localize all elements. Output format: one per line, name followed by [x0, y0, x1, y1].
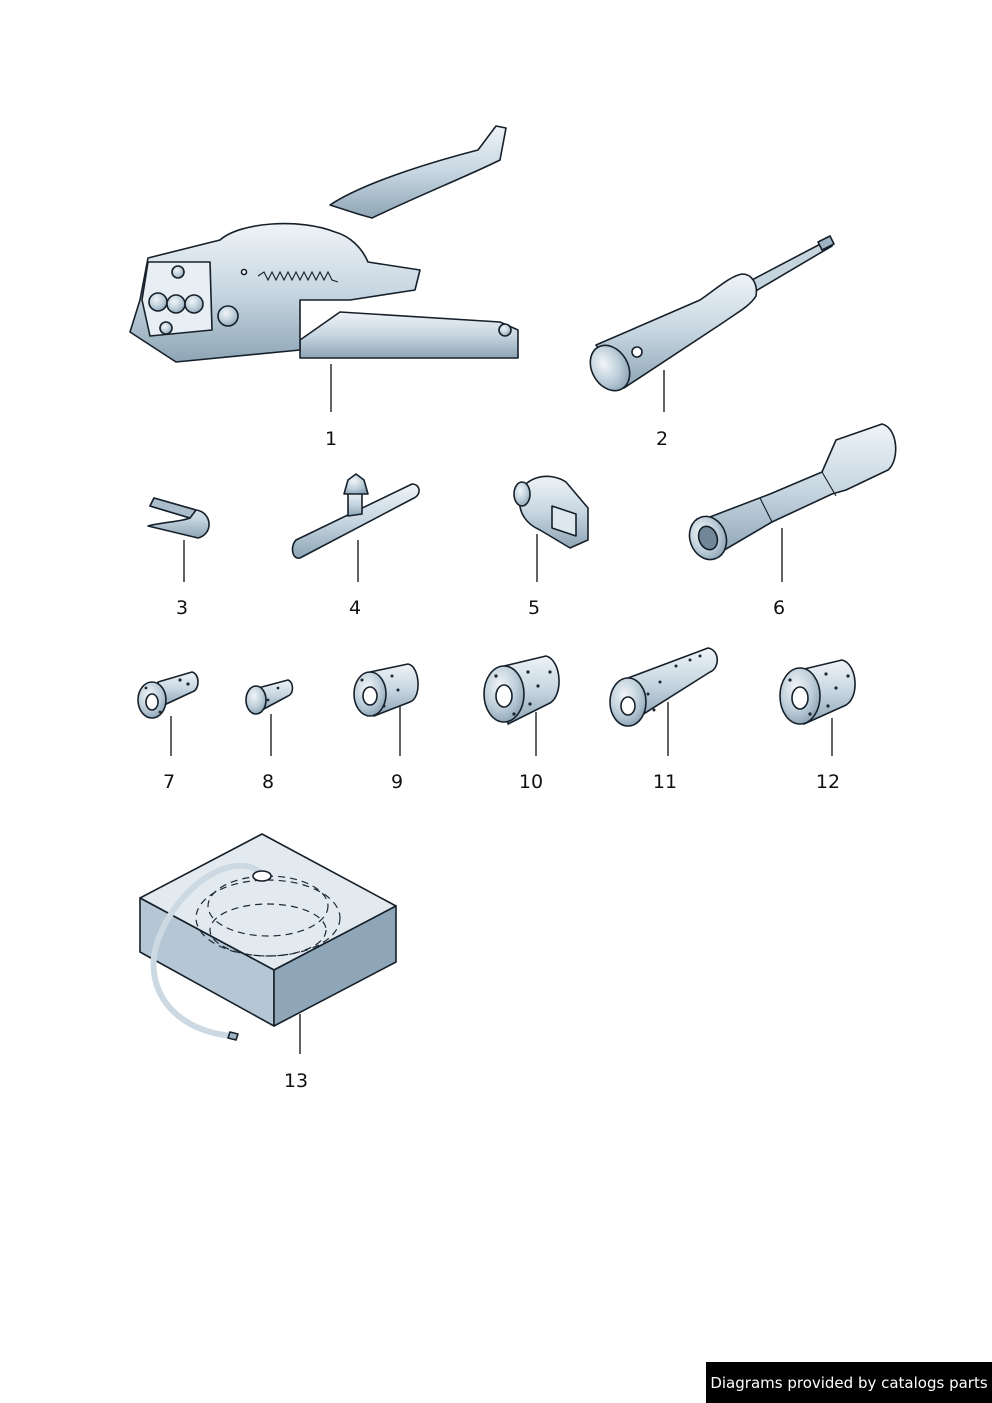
part-1-crimping-pliers: 1 [129, 125, 519, 450]
callout-6: 6 [773, 597, 785, 619]
part-4-stud-strip: 4 [291, 473, 420, 619]
callout-9: 9 [391, 771, 403, 793]
part-12-seal: 12 [779, 659, 856, 793]
callout-13: 13 [284, 1070, 308, 1092]
part-7-seal: 7 [137, 671, 199, 793]
callout-3: 3 [176, 597, 188, 619]
callout-11: 11 [653, 771, 677, 793]
part-10-seal: 10 [483, 655, 560, 793]
callout-8: 8 [262, 771, 274, 793]
credit-banner: Diagrams provided by catalogs parts [706, 1362, 992, 1403]
callout-4: 4 [349, 597, 361, 619]
part-13-cable-box: 13 [139, 833, 397, 1092]
part-9-seal: 9 [353, 663, 419, 793]
part-2-release-tool: 2 [589, 235, 835, 450]
callout-1: 1 [325, 428, 337, 450]
part-11-seal: 11 [609, 647, 719, 793]
callout-7: 7 [163, 771, 175, 793]
part-5-connector-housing: 5 [513, 475, 589, 619]
part-6-socket-tube: 6 [688, 423, 897, 619]
callout-2: 2 [656, 428, 668, 450]
callout-10: 10 [519, 771, 543, 793]
part-3-clip: 3 [147, 497, 210, 619]
part-8-seal: 8 [245, 679, 294, 793]
callout-12: 12 [816, 771, 840, 793]
callout-5: 5 [528, 597, 540, 619]
